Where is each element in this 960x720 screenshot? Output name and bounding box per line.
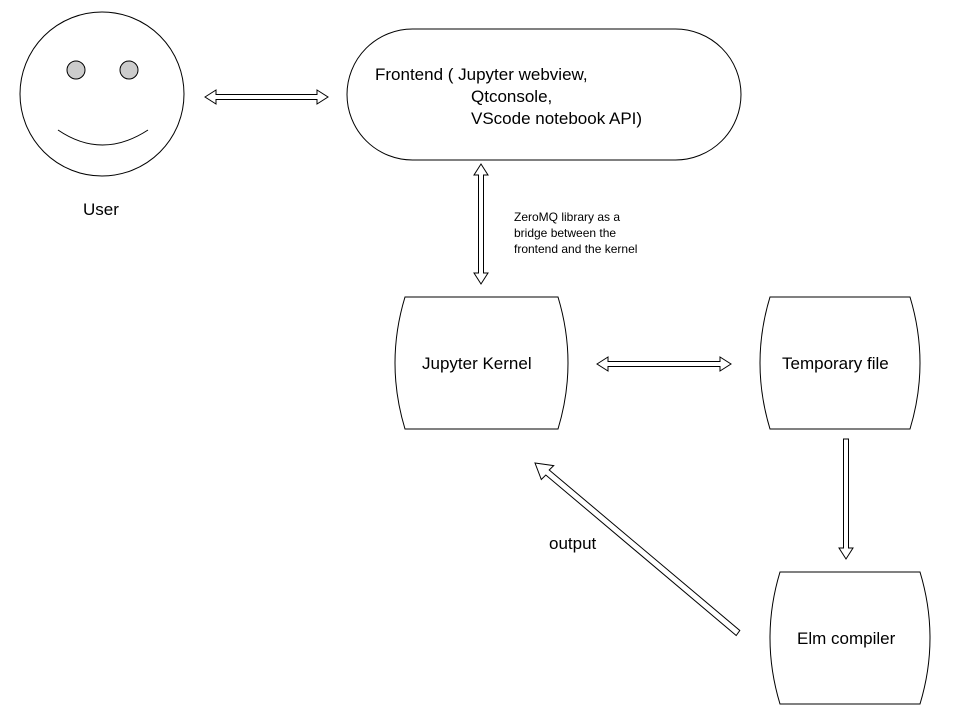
frontend-label-line2: Qtconsole, xyxy=(471,87,553,106)
compiler-label: Elm compiler xyxy=(797,629,896,648)
temp-file-node xyxy=(759,296,921,430)
frontend-label-line1: Frontend ( Jupyter webview, xyxy=(375,65,588,84)
kernel-label: Jupyter Kernel xyxy=(422,354,532,373)
user-smile xyxy=(57,129,149,146)
user-right-eye xyxy=(119,60,139,80)
compiler-node xyxy=(769,571,931,705)
user-face xyxy=(19,11,185,177)
compiler-kernel-output-arrow xyxy=(534,462,741,637)
frontend-kernel-arrow xyxy=(473,163,489,285)
kernel-tempfile-arrow xyxy=(596,356,732,372)
zeromq-label-line2: bridge between the xyxy=(514,226,617,240)
zeromq-label-line3: frontend and the kernel xyxy=(514,242,638,256)
zeromq-label-line1: ZeroMQ library as a xyxy=(514,210,621,224)
frontend-node xyxy=(346,28,742,161)
user-frontend-arrow xyxy=(204,89,329,105)
user-label: User xyxy=(83,200,119,219)
user-smiley-icon xyxy=(19,11,185,177)
frontend-label-line3: VScode notebook API) xyxy=(471,109,643,128)
user-left-eye xyxy=(66,60,86,80)
temp-file-label: Temporary file xyxy=(782,354,889,373)
output-edge-label: output xyxy=(549,534,597,553)
tempfile-compiler-arrow xyxy=(838,438,854,560)
kernel-node xyxy=(394,296,569,430)
